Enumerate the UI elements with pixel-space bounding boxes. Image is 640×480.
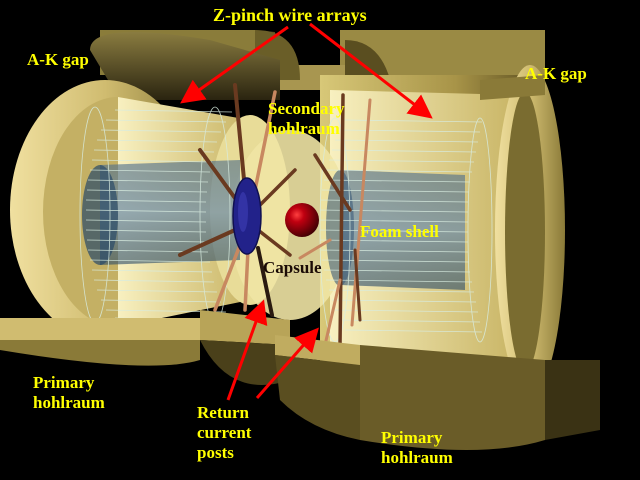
bottom-cutaway <box>0 310 600 450</box>
annotation-arrows <box>180 22 433 401</box>
label-zpinch-wire-arrays: Z-pinch wire arrays <box>213 5 367 25</box>
arrow-return-right <box>255 327 319 399</box>
label-secondary-hohlraum: Secondary hohlraum <box>268 99 345 138</box>
label-primary-hohlraum-left: Primary hohlraum <box>33 373 105 412</box>
label-foam-shell: Foam shell <box>360 222 439 241</box>
left-wire-array <box>79 106 233 324</box>
return-current-posts-right <box>298 93 372 347</box>
arrow-zpinch-right <box>309 22 433 119</box>
label-ak-gap-right: A-K gap <box>525 64 587 83</box>
top-housing <box>90 30 545 110</box>
label-capsule: Capsule <box>263 258 322 277</box>
capsule-sphere <box>285 203 319 237</box>
arrow-return-left <box>226 299 268 401</box>
label-primary-hohlraum-right: Primary hohlraum <box>381 428 453 467</box>
label-ak-gap-left: A-K gap <box>27 50 89 69</box>
arrow-zpinch-left <box>180 25 289 104</box>
blue-disk-highlight <box>238 192 248 232</box>
return-current-posts-left <box>178 83 297 317</box>
label-return-current-posts: Return current posts <box>197 403 252 462</box>
